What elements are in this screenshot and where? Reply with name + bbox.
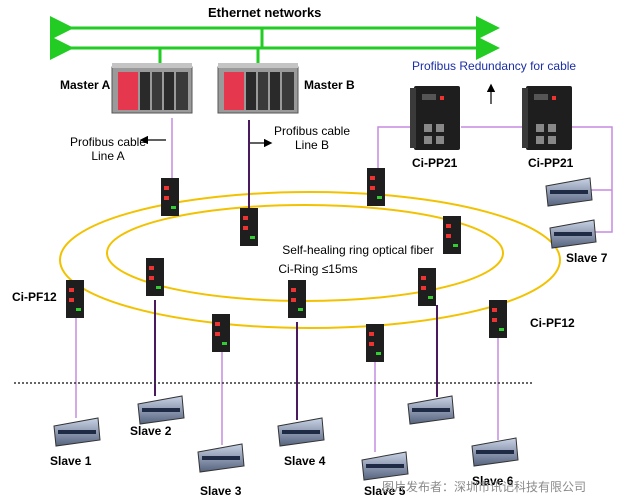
ci-pf12-left-label: Ci-PF12 [12, 290, 57, 304]
ring-devices [66, 168, 507, 362]
ring-device [443, 216, 461, 254]
profibus-cable-b-label: Profibus cable [273, 124, 351, 138]
line-b-label: Line B [294, 138, 330, 152]
redundancy-label: Profibus Redundancy for cable [412, 59, 577, 73]
master-b-plc [217, 63, 299, 114]
watermark-text: 图片发布者：深圳市讯记科技有限公司 [382, 480, 587, 494]
ring-device [240, 208, 258, 246]
ring-device [161, 178, 179, 216]
slave-3-label: Slave 3 [200, 484, 242, 498]
ethernet-networks-label: Ethernet networks [208, 5, 322, 20]
slave-7-label: Slave 7 [566, 251, 608, 265]
ring-device [146, 258, 164, 296]
slave-4-label: Slave 4 [284, 454, 326, 468]
slave-5-label: Slave 5 [364, 484, 406, 498]
slave-module [137, 395, 185, 425]
slave-module [545, 177, 593, 207]
ci-pf12-right-label: Ci-PF12 [530, 316, 575, 330]
profibus-cable-a-label: Profibus cable [69, 135, 147, 149]
master-b-label: Master B [304, 78, 355, 92]
slave-module [53, 417, 101, 447]
ring-device [212, 314, 230, 352]
slave-module [277, 417, 325, 447]
ethernet-bus [50, 16, 500, 66]
ring-device [367, 168, 385, 206]
slave-module [361, 451, 409, 481]
slave-1-label: Slave 1 [50, 454, 92, 468]
ring-device [489, 300, 507, 338]
slave-module [197, 443, 245, 473]
ci-pp21-left-label: Ci-PP21 [412, 156, 458, 170]
slave-module [407, 395, 455, 425]
slave-modules [53, 177, 597, 481]
ring-device [66, 280, 84, 318]
ring-device [288, 280, 306, 318]
slave-module [549, 219, 597, 249]
profibus-cables [75, 118, 613, 452]
ci-pp21-left [410, 86, 460, 150]
slave-module [471, 437, 519, 467]
ci-pp21-right-label: Ci-PP21 [528, 156, 574, 170]
slave-2-label: Slave 2 [130, 424, 172, 438]
master-a-label: Master A [60, 78, 111, 92]
fiber-ring [59, 191, 561, 329]
slave-6-label: Slave 6 [472, 474, 514, 488]
line-a-label: Line A [91, 149, 125, 163]
ring-timing-label: Ci-Ring ≤15ms [278, 262, 358, 276]
master-a-plc [111, 63, 193, 114]
ring-device [418, 268, 436, 306]
ring-device [366, 324, 384, 362]
ci-pp21-right [522, 86, 572, 150]
ring-title-label: Self-healing ring optical fiber [282, 243, 434, 257]
